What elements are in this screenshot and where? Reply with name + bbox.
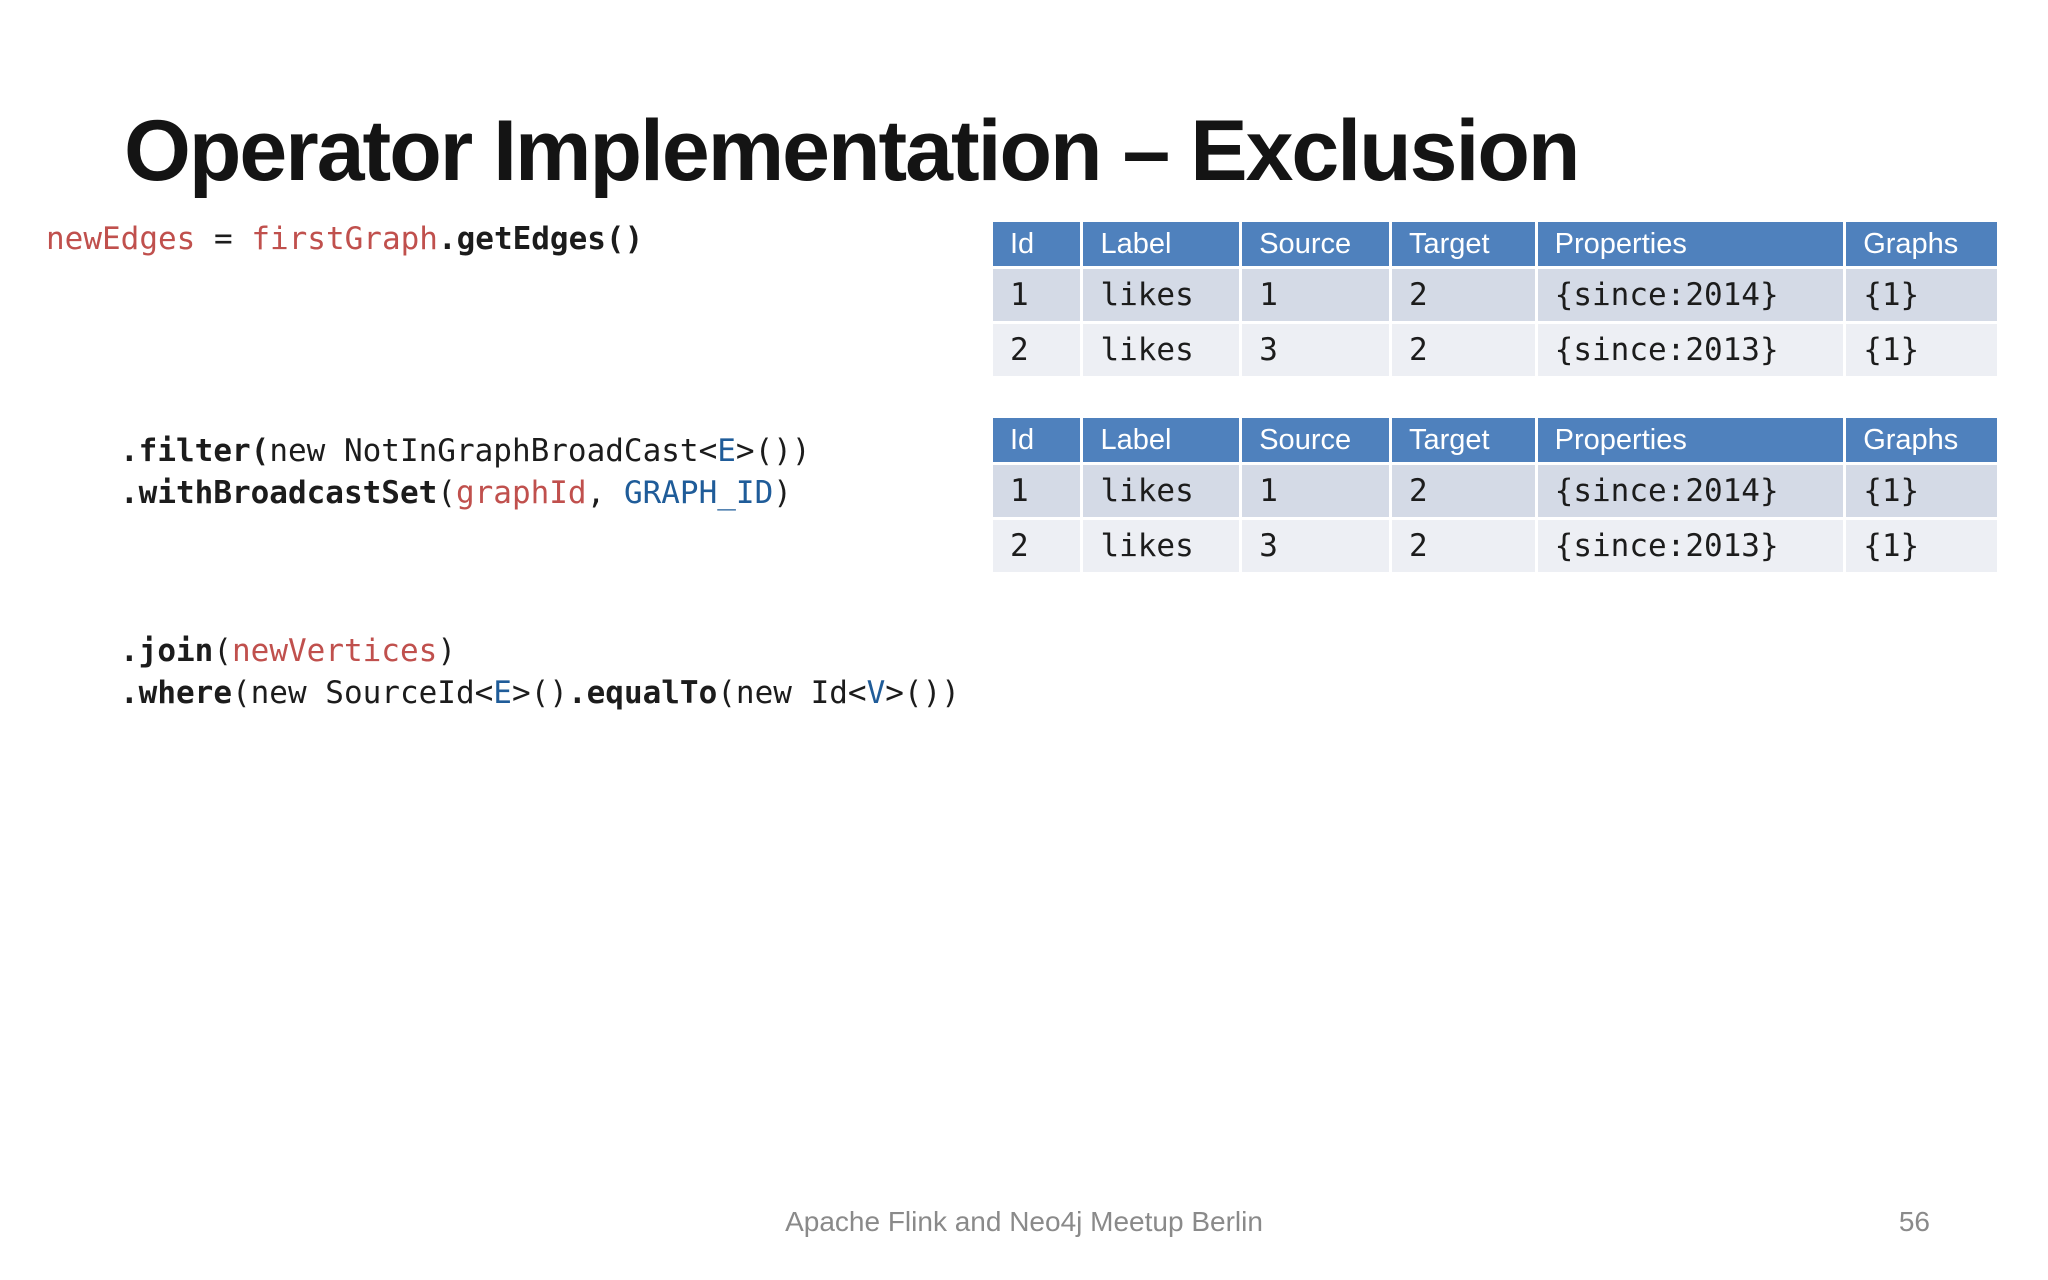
- code-line: .where(new SourceId<E>().equalTo(new Id<…: [120, 672, 960, 714]
- column-header: Properties: [1537, 418, 1844, 462]
- code-token: newVertices: [232, 633, 438, 669]
- table-cell: likes: [1083, 520, 1240, 572]
- table-cell: {1}: [1846, 465, 1997, 517]
- table-cell: {1}: [1846, 269, 1997, 321]
- table-cell: 2: [1391, 465, 1535, 517]
- table-cell: {1}: [1846, 520, 1997, 572]
- code-token: (new SourceId<: [231, 675, 494, 711]
- slide-title: Operator Implementation – Exclusion: [124, 102, 1580, 199]
- code-token: .withBroadcastSet: [120, 475, 438, 511]
- table-cell: 2: [1391, 520, 1535, 572]
- code-token: firstGraph: [251, 221, 438, 257]
- table-cell: 1: [1242, 269, 1389, 321]
- table-cell: 2: [993, 520, 1081, 572]
- table-row: 2 likes 3 2 {since:2013} {1}: [993, 324, 1997, 376]
- code-token: .where: [120, 675, 232, 711]
- table-cell: likes: [1083, 465, 1240, 517]
- table-cell: {1}: [1846, 324, 1997, 376]
- code-token: ): [437, 633, 456, 669]
- code-token: ): [773, 475, 792, 511]
- column-header: Graphs: [1846, 418, 1997, 462]
- table-row: 1 likes 1 2 {since:2014} {1}: [993, 269, 1997, 321]
- code-token: >(): [511, 675, 568, 711]
- column-header: Id: [993, 418, 1081, 462]
- code-line: .withBroadcastSet(graphId, GRAPH_ID): [120, 472, 792, 514]
- code-token: E: [493, 675, 512, 711]
- table-header-row: Id Label Source Target Properties Graphs: [993, 418, 1997, 462]
- table-cell: 3: [1242, 520, 1389, 572]
- column-header: Label: [1083, 418, 1240, 462]
- code-token: V: [866, 675, 886, 711]
- table-cell: 1: [993, 465, 1081, 517]
- table-cell: 2: [1391, 269, 1535, 321]
- code-token: GRAPH_ID: [623, 475, 774, 511]
- column-header: Properties: [1537, 222, 1844, 266]
- code-line: .filter(new NotInGraphBroadCast<E>()): [120, 430, 811, 472]
- table-row: 1 likes 1 2 {since:2014} {1}: [993, 465, 1997, 517]
- code-token: .equalTo: [567, 675, 718, 711]
- code-token: .join: [120, 633, 214, 669]
- column-header: Target: [1391, 222, 1535, 266]
- code-token: newEdges: [46, 221, 196, 257]
- table-cell: {since:2013}: [1537, 324, 1844, 376]
- table-cell: likes: [1083, 269, 1240, 321]
- table-cell: {since:2013}: [1537, 520, 1844, 572]
- code-token: E: [717, 433, 736, 469]
- code-token: new NotInGraphBroadCast<: [269, 433, 718, 469]
- table-cell: 2: [1391, 324, 1535, 376]
- table-row: 2 likes 3 2 {since:2013} {1}: [993, 520, 1997, 572]
- table-header-row: Id Label Source Target Properties Graphs: [993, 222, 1997, 266]
- edges-table-bottom: Id Label Source Target Properties Graphs…: [990, 415, 2000, 575]
- edges-table-top: Id Label Source Target Properties Graphs…: [990, 219, 2000, 379]
- code-token: (: [213, 633, 232, 669]
- code-token: .filter(: [120, 433, 270, 469]
- column-header: Label: [1083, 222, 1240, 266]
- code-token: (new Id<: [717, 675, 867, 711]
- code-token: .getEdges(): [437, 221, 644, 257]
- code-token: =: [195, 221, 252, 257]
- code-token: >()): [885, 675, 960, 711]
- table-cell: {since:2014}: [1537, 465, 1844, 517]
- code-token: >()): [735, 433, 811, 469]
- table-cell: 3: [1242, 324, 1389, 376]
- code-line: newEdges = firstGraph.getEdges(): [46, 218, 643, 260]
- table-cell: likes: [1083, 324, 1240, 376]
- column-header: Target: [1391, 418, 1535, 462]
- table-cell: 1: [1242, 465, 1389, 517]
- table-cell: 1: [993, 269, 1081, 321]
- column-header: Source: [1242, 418, 1389, 462]
- code-token: (: [437, 475, 456, 511]
- footer-text: Apache Flink and Neo4j Meetup Berlin: [785, 1206, 1263, 1237]
- code-token: graphId: [455, 475, 587, 511]
- code-token: ,: [586, 475, 624, 511]
- column-header: Source: [1242, 222, 1389, 266]
- column-header: Graphs: [1846, 222, 1997, 266]
- code-line: .join(newVertices): [120, 630, 456, 672]
- table-cell: {since:2014}: [1537, 269, 1844, 321]
- table-cell: 2: [993, 324, 1081, 376]
- column-header: Id: [993, 222, 1081, 266]
- page-number: 56: [1898, 1206, 1930, 1237]
